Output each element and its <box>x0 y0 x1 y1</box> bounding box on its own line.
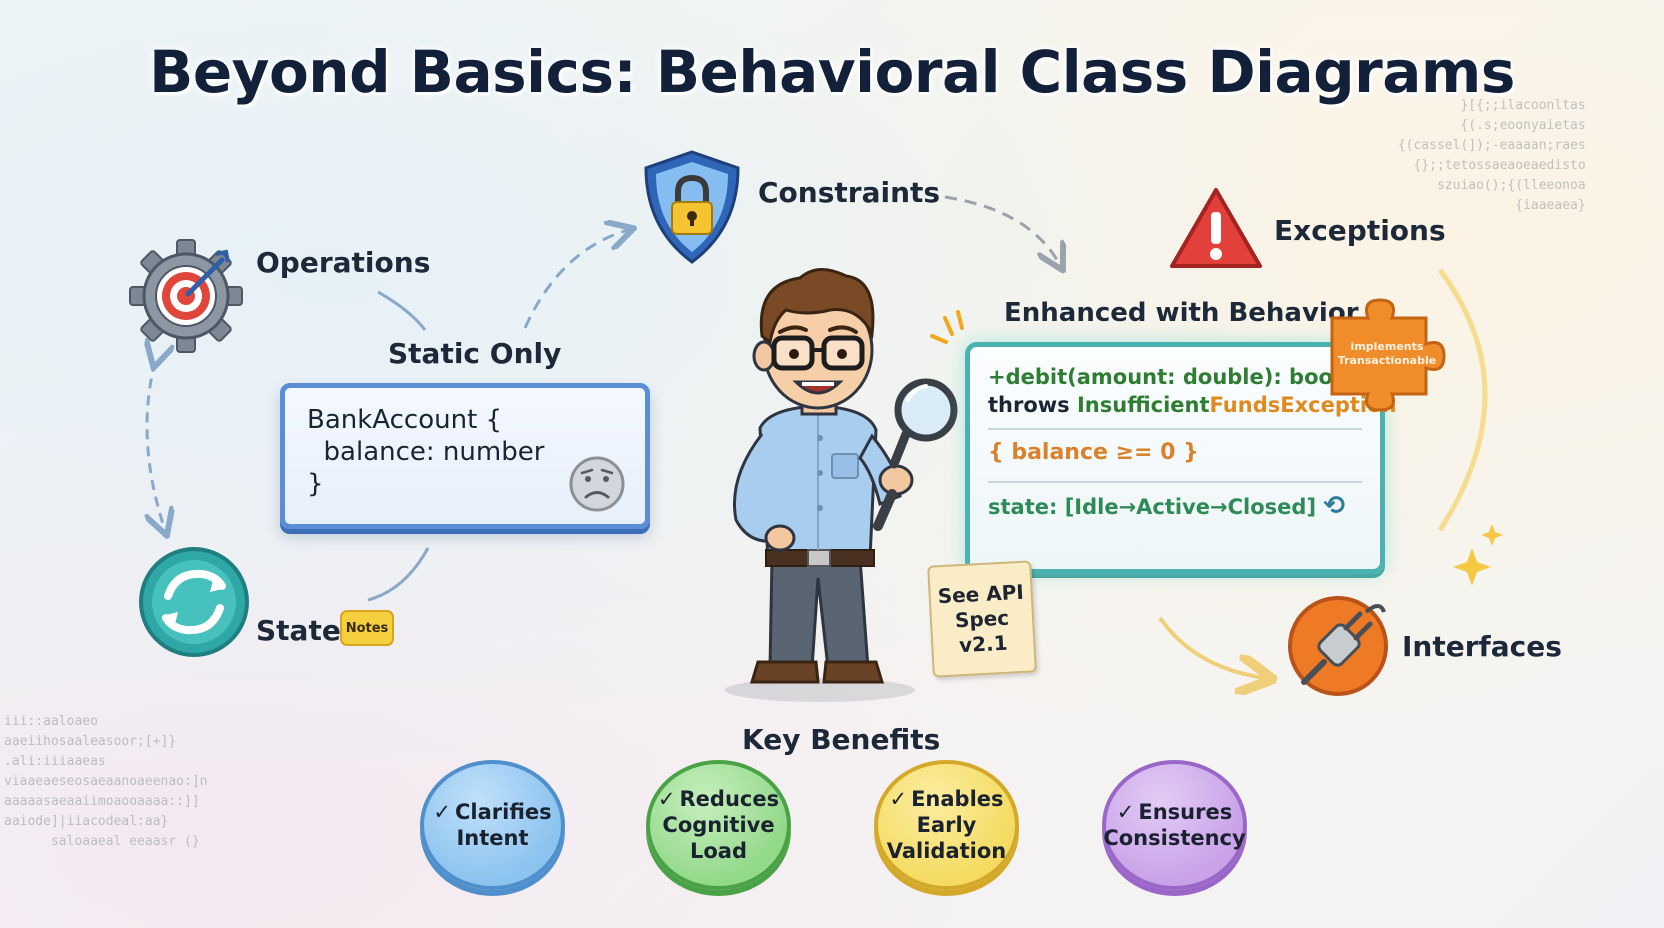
background-code-top-right: }[{;;ilacoonltas {(.s;eoonyaietas {(cass… <box>1397 98 1586 213</box>
divider <box>988 428 1362 430</box>
puzzle-label: implements Transactionable <box>1332 340 1442 368</box>
benefit-line-2: Early <box>916 813 977 837</box>
throws-keyword: throws <box>988 393 1077 417</box>
enhanced-class-box: +debit(amount: double): boolean throws I… <box>965 342 1396 574</box>
benefit-line-3: Validation <box>886 839 1007 863</box>
benefit-line-1: Reduces <box>679 787 780 811</box>
warning-triangle-icon <box>1170 188 1262 268</box>
benefit-line-1: Enables <box>911 787 1004 811</box>
gear-target-icon <box>129 239 243 353</box>
benefit-line-1: Ensures <box>1138 800 1233 824</box>
benefits-heading: Key Benefits <box>742 723 941 756</box>
note-line-3: v2.1 <box>958 630 1009 657</box>
check-icon: ✓ <box>889 787 908 811</box>
exception-name-part-1: Insufficient <box>1076 393 1210 417</box>
check-icon: ✓ <box>433 800 451 824</box>
benefit-line-1: Clarifies <box>454 800 552 824</box>
developer-character-illustration <box>725 268 958 702</box>
check-icon: ✓ <box>1116 800 1135 824</box>
puzzle-piece-icon <box>1330 298 1446 412</box>
interfaces-label: Interfaces <box>1402 630 1562 663</box>
cycle-arrows-icon <box>139 547 249 657</box>
puzzle-label-line-2: Transactionable <box>1337 354 1437 367</box>
divider <box>988 481 1362 483</box>
refresh-loop-icon: ⟲ <box>1323 491 1346 521</box>
benefit-line-2: Cognitive <box>662 813 775 837</box>
static-code-line-2: balance: number <box>307 437 545 467</box>
shield-lock-icon <box>644 150 740 264</box>
sad-face-icon <box>569 456 625 512</box>
benefit-line-2: Consistency <box>1103 826 1246 850</box>
state-label: State <box>256 614 341 647</box>
invariant-constraint: { balance ≥= 0 } <box>988 440 1199 465</box>
throws-line: throws InsufficientFundsException <box>988 391 1396 419</box>
background-code-bottom-left: iii::aaloaeo aaeiihosaaleasoor;[+]} .ali… <box>4 714 208 849</box>
benefit-line-3: Load <box>690 839 748 863</box>
state-transitions: state: [Idle→Active→Closed] <box>988 495 1317 519</box>
exceptions-label: Exceptions <box>1274 214 1446 247</box>
static-panel-heading: Static Only <box>388 337 562 370</box>
check-icon: ✓ <box>657 787 676 811</box>
operations-label: Operations <box>256 246 431 279</box>
notes-tag: Notes <box>340 610 394 646</box>
static-code-line-3: } <box>307 469 324 499</box>
benefit-line-2: Intent <box>456 826 529 850</box>
enhanced-panel-heading: Enhanced with Behavior <box>1004 298 1359 328</box>
api-spec-note: See API Spec v2.1 <box>927 560 1037 678</box>
state-machine-line: state: [Idle→Active→Closed] ⟲ <box>988 492 1362 521</box>
puzzle-label-line-1: implements <box>1350 340 1424 353</box>
page-title: Beyond Basics: Behavioral Class Diagrams <box>149 38 1515 106</box>
exception-name-part-2: FundsException <box>1209 393 1397 417</box>
constraints-label: Constraints <box>758 176 941 209</box>
note-line-1: See API <box>937 579 1025 608</box>
static-code-line-1: BankAccount { <box>307 405 503 435</box>
operation-signature: +debit(amount: double): boolean <box>988 365 1384 389</box>
plug-icon <box>1288 596 1388 696</box>
